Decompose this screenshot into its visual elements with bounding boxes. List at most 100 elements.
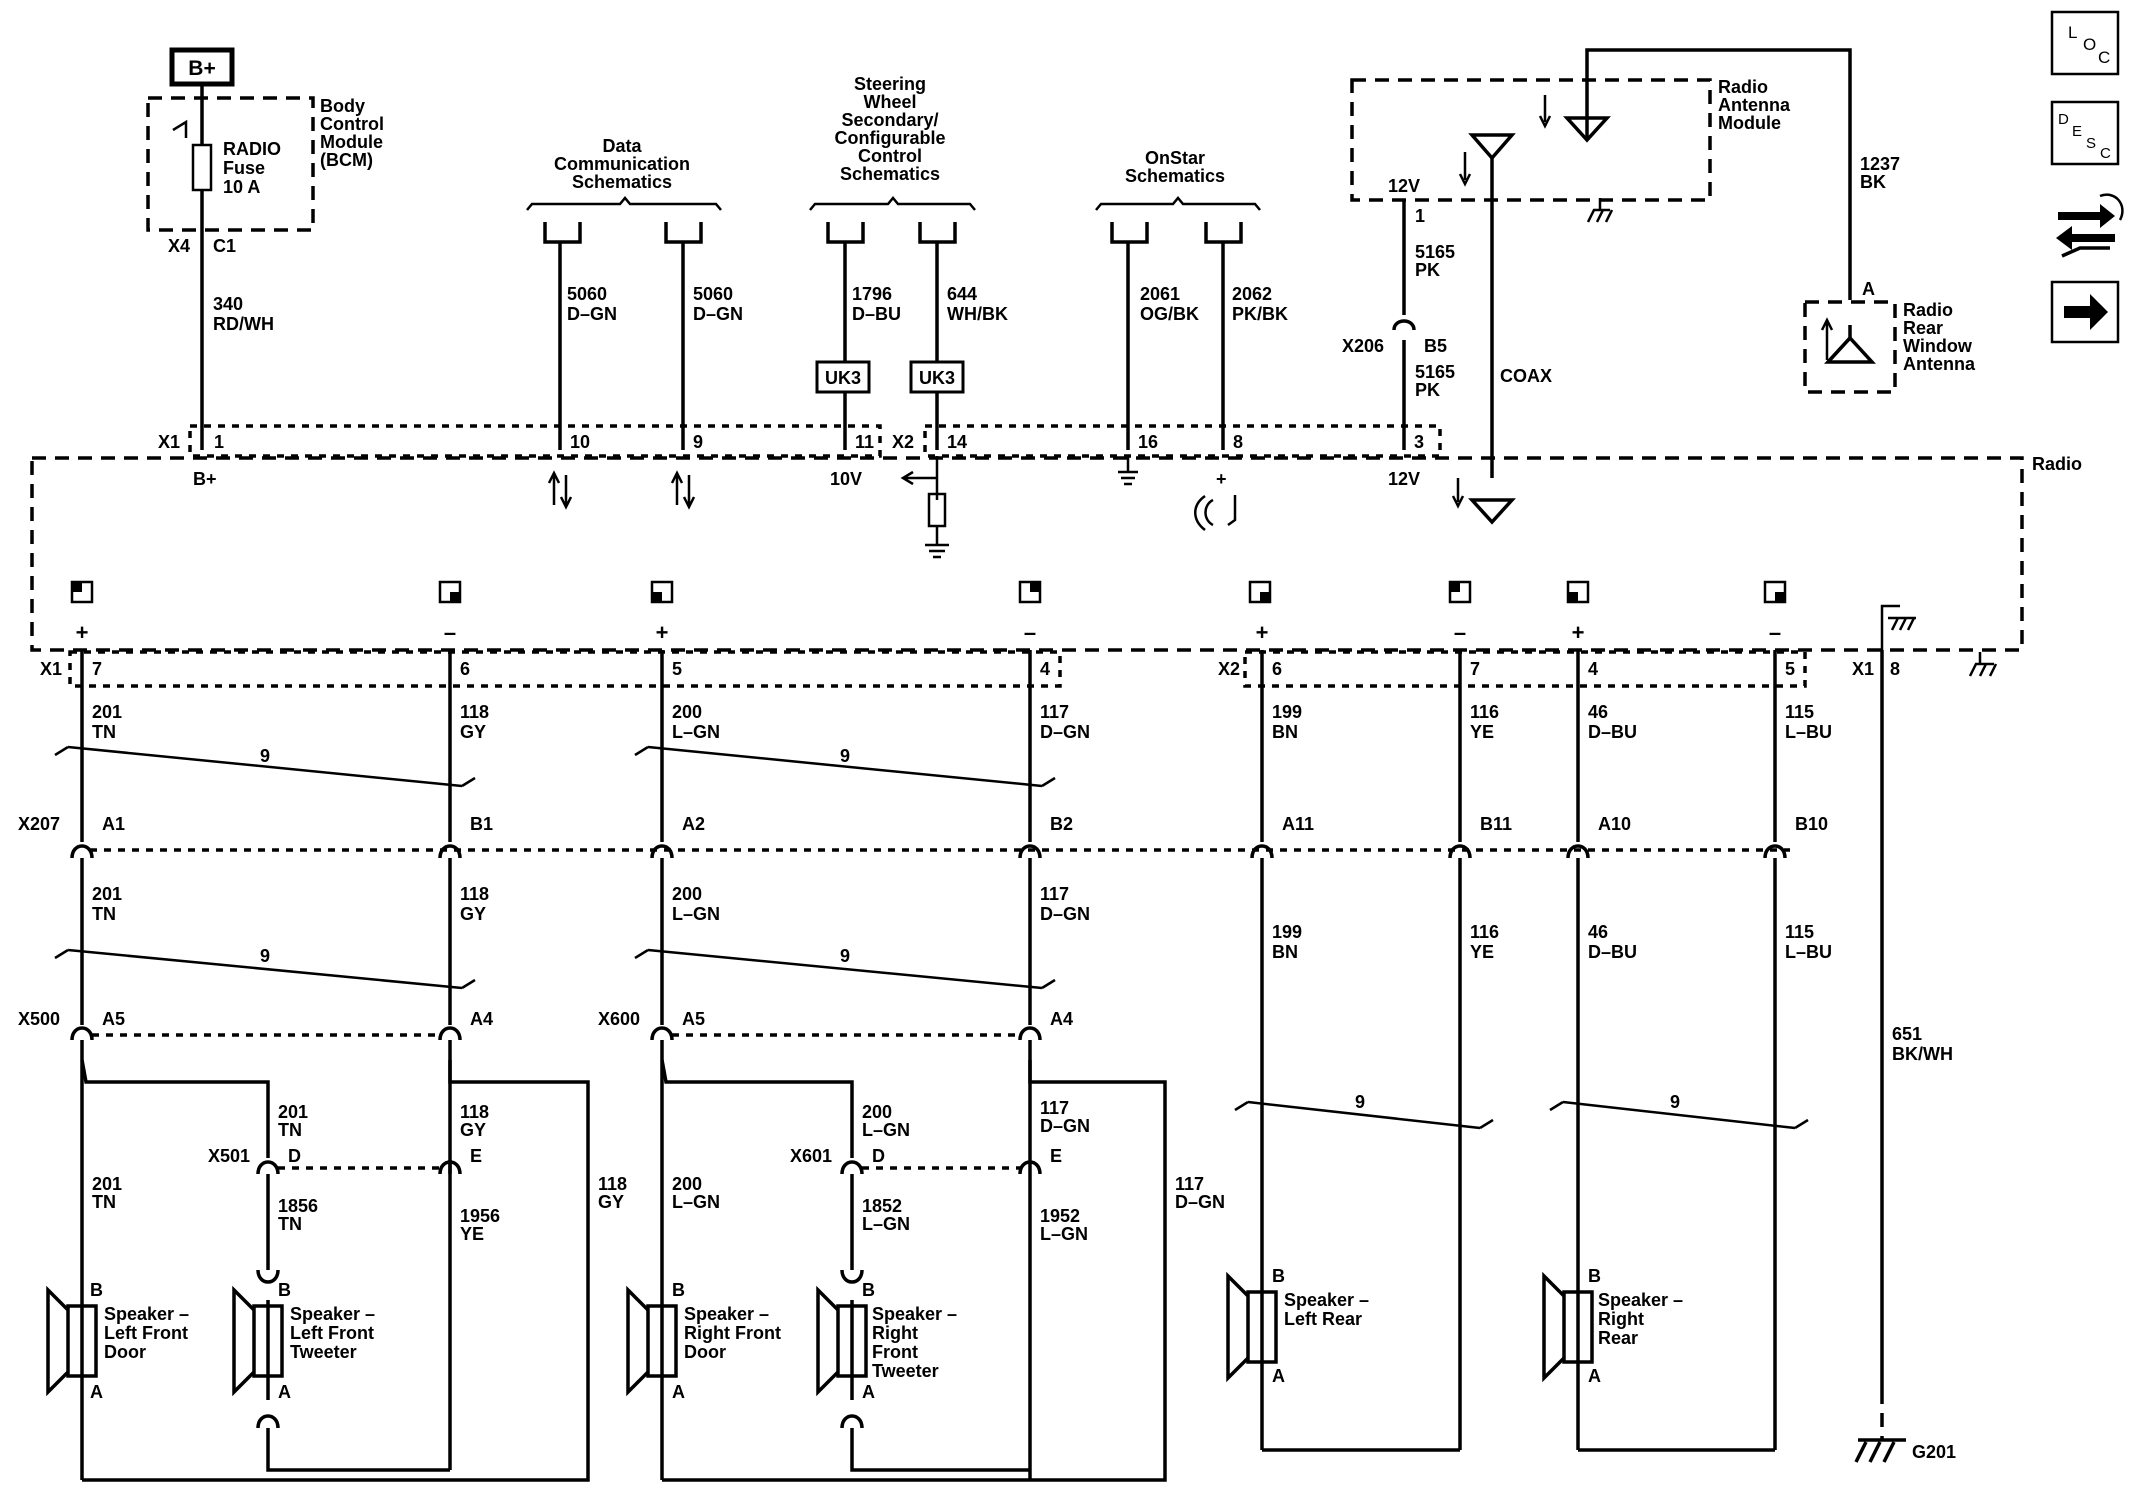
svg-text:7: 7 <box>1470 659 1480 679</box>
svg-text:3: 3 <box>1414 432 1424 452</box>
svg-text:116: 116 <box>1470 922 1499 942</box>
svg-text:TN: TN <box>92 904 116 924</box>
svg-text:B: B <box>672 1280 685 1300</box>
svg-text:Right: Right <box>872 1323 918 1343</box>
svg-text:1952: 1952 <box>1040 1206 1080 1226</box>
speaker-right-front-door: B A Speaker – Right Front Door <box>626 1280 781 1402</box>
svg-text:X1: X1 <box>1852 659 1874 679</box>
radio-module: Radio X1 X2 1 10 9 11 14 16 8 3 B+ 10V 1… <box>30 424 2082 688</box>
svg-text:TN: TN <box>92 1192 116 1212</box>
speaker-left-front-tweeter: B A Speaker – Left Front Tweeter <box>232 1280 375 1402</box>
svg-text:YE: YE <box>460 1224 484 1244</box>
svg-text:5: 5 <box>1785 659 1795 679</box>
svg-text:B10: B10 <box>1795 814 1828 834</box>
svg-text:X206: X206 <box>1342 336 1384 356</box>
svg-text:PK/BK: PK/BK <box>1232 304 1288 324</box>
svg-text:C: C <box>2098 48 2110 67</box>
svg-text:Antenna: Antenna <box>1903 354 1976 374</box>
svg-text:B: B <box>1272 1266 1285 1286</box>
svg-text:L–BU: L–BU <box>1785 942 1832 962</box>
svg-text:GY: GY <box>598 1192 624 1212</box>
svg-text:Fuse: Fuse <box>223 158 265 178</box>
svg-text:B: B <box>1588 1266 1601 1286</box>
amplifier-channel-icons <box>70 580 1787 604</box>
svg-text:5060: 5060 <box>567 284 607 304</box>
svg-text:WH/BK: WH/BK <box>947 304 1008 324</box>
svg-text:B+: B+ <box>193 469 217 489</box>
svg-text:Module: Module <box>320 132 383 152</box>
svg-text:1: 1 <box>214 432 224 452</box>
svg-text:X2: X2 <box>892 432 914 452</box>
svg-text:E: E <box>470 1146 482 1166</box>
connector-repair-icon[interactable] <box>2056 193 2124 258</box>
svg-text:X500: X500 <box>18 1009 60 1029</box>
svg-text:D: D <box>872 1146 885 1166</box>
svg-text:1: 1 <box>1415 206 1425 226</box>
svg-text:A4: A4 <box>470 1009 493 1029</box>
speaker-right-rear: B A Speaker – Right Rear <box>1542 1266 1683 1386</box>
svg-text:A5: A5 <box>102 1009 125 1029</box>
svg-text:9: 9 <box>1355 1092 1365 1112</box>
svg-text:Rear: Rear <box>1598 1328 1638 1348</box>
svg-text:BK: BK <box>1860 172 1886 192</box>
svg-text:Speaker –: Speaker – <box>684 1304 769 1324</box>
svg-text:OG/BK: OG/BK <box>1140 304 1199 324</box>
svg-text:Front: Front <box>872 1342 918 1362</box>
svg-text:117: 117 <box>1175 1174 1204 1194</box>
svg-text:Door: Door <box>684 1342 726 1362</box>
svg-text:E: E <box>2072 123 2082 140</box>
svg-text:L–GN: L–GN <box>862 1214 910 1234</box>
svg-text:5165: 5165 <box>1415 242 1455 262</box>
svg-text:A2: A2 <box>682 814 705 834</box>
svg-text:L: L <box>2068 23 2077 42</box>
svg-text:B11: B11 <box>1480 814 1512 834</box>
svg-text:Schematics: Schematics <box>572 172 672 192</box>
svg-text:644: 644 <box>947 284 977 304</box>
loc-icon[interactable]: L O C <box>2050 10 2120 76</box>
svg-text:A: A <box>90 1382 103 1402</box>
svg-text:117: 117 <box>1040 884 1069 904</box>
svg-text:116: 116 <box>1470 702 1499 722</box>
svg-text:YE: YE <box>1470 722 1494 742</box>
svg-text:Module: Module <box>1718 113 1781 133</box>
svg-text:Antenna: Antenna <box>1718 95 1791 115</box>
svg-text:Speaker –: Speaker – <box>290 1304 375 1324</box>
svg-text:5060: 5060 <box>693 284 733 304</box>
svg-text:Control: Control <box>320 114 384 134</box>
svg-text:201: 201 <box>278 1102 308 1122</box>
svg-text:199: 199 <box>1272 922 1302 942</box>
speaker-right-front-tweeter: B A Speaker – Right Front Tweeter <box>816 1280 957 1402</box>
svg-text:–: – <box>1024 620 1036 645</box>
desc-icon[interactable]: D E S C <box>2050 100 2120 166</box>
svg-text:117: 117 <box>1040 1098 1069 1118</box>
svg-text:12V: 12V <box>1388 469 1420 489</box>
svg-text:A: A <box>278 1382 291 1402</box>
svg-text:200: 200 <box>672 884 702 904</box>
svg-text:C1: C1 <box>213 236 236 256</box>
svg-text:B: B <box>90 1280 103 1300</box>
next-arrow-icon[interactable] <box>2050 280 2120 344</box>
svg-text:B5: B5 <box>1424 336 1447 356</box>
svg-text:D: D <box>2058 111 2069 128</box>
radio-antenna-module: Radio Antenna Module 12V 1 5165 PK X206 … <box>1342 48 1852 400</box>
svg-text:Right Front: Right Front <box>684 1323 781 1343</box>
svg-text:1237: 1237 <box>1860 154 1900 174</box>
svg-text:PK: PK <box>1415 380 1440 400</box>
ground-g201: G201 <box>1854 1438 1956 1463</box>
svg-text:10: 10 <box>570 432 590 452</box>
svg-text:9: 9 <box>260 746 270 766</box>
svg-text:14: 14 <box>947 432 967 452</box>
svg-text:10V: 10V <box>830 469 862 489</box>
svg-text:Wheel: Wheel <box>863 92 916 112</box>
svg-text:115: 115 <box>1785 702 1814 722</box>
svg-text:X1: X1 <box>158 432 180 452</box>
svg-text:D–GN: D–GN <box>1040 722 1090 742</box>
onstar-schematics: OnStar Schematics 2061 OG/BK 2062 PK/BK <box>1095 148 1288 324</box>
svg-text:651: 651 <box>1892 1024 1922 1044</box>
svg-text:9: 9 <box>1670 1092 1680 1112</box>
svg-text:4: 4 <box>1040 659 1050 679</box>
svg-text:340: 340 <box>213 294 243 314</box>
svg-text:A: A <box>1862 279 1875 299</box>
svg-text:A10: A10 <box>1598 814 1631 834</box>
svg-text:BK/WH: BK/WH <box>1892 1044 1953 1064</box>
